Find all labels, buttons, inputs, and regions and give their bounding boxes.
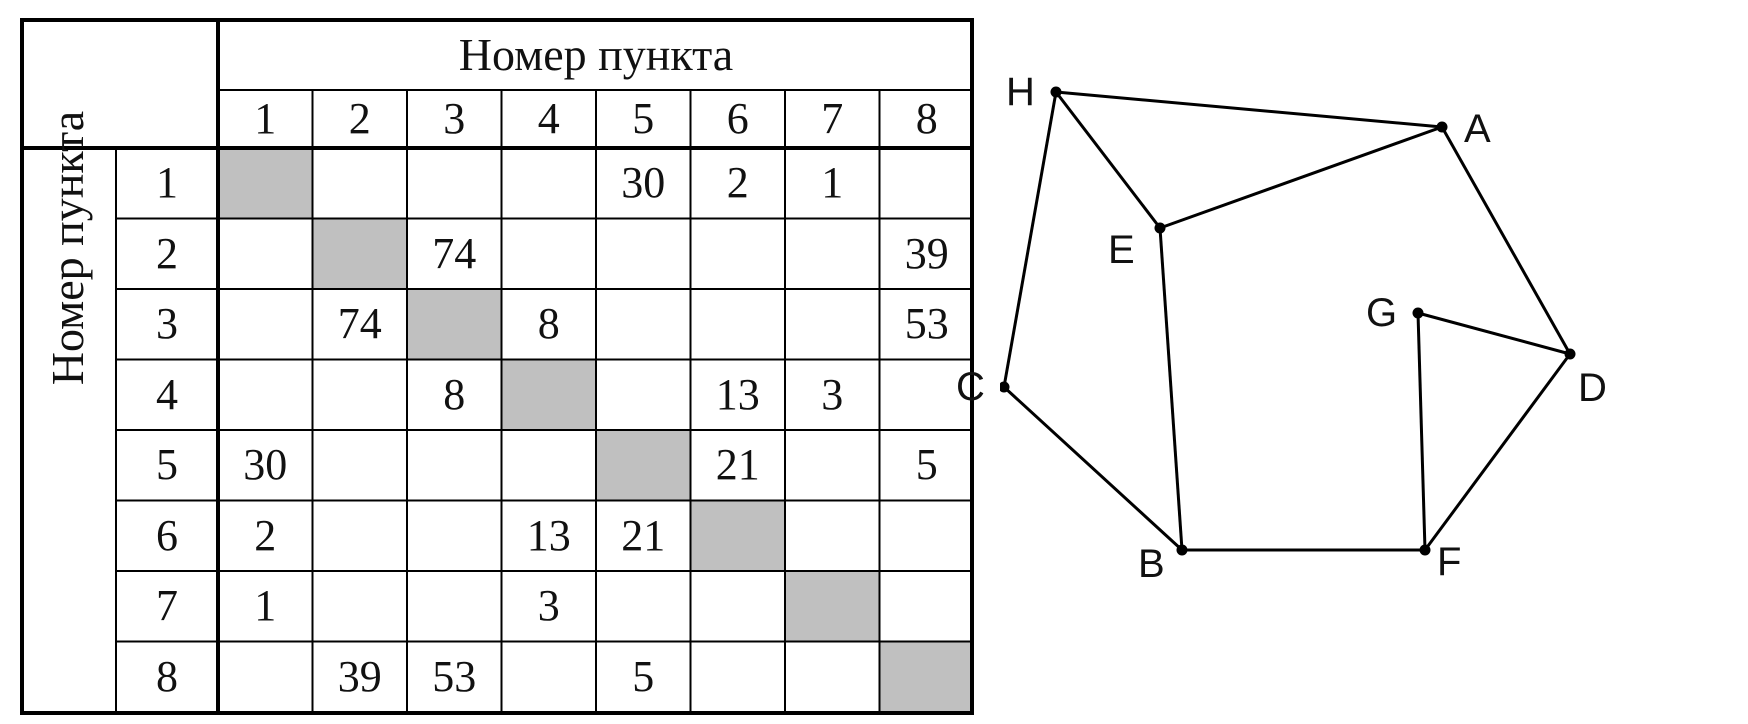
table-cells: Номер пункта Номер пункта 1 2 3 4 5 6 7 8 1 2 3 4 5 6… (20, 18, 974, 715)
row-number: 8 (156, 651, 178, 701)
table-cell: 13 (715, 369, 760, 419)
table-cell: 53 (904, 299, 949, 349)
column-number: 2 (348, 94, 371, 143)
edge-GF (1416, 312, 1427, 551)
vertex-label: B (1138, 542, 1165, 586)
vertex-G (1412, 307, 1424, 319)
row-number: 2 (156, 228, 178, 278)
table-cell: 5 (632, 651, 655, 701)
diagonal-cell (596, 430, 691, 501)
vertex-label: A (1464, 107, 1491, 151)
table-cell: 74 (337, 299, 382, 349)
table-cell: 21 (715, 440, 760, 490)
diagonal-cell (407, 289, 502, 360)
edge-HA (1055, 90, 1443, 129)
diagonal-cell (312, 218, 407, 289)
vertex-label: G (1366, 291, 1398, 335)
edge-CB (1002, 385, 1184, 552)
vertex-D (1564, 348, 1576, 360)
graph-edges (1000, 86, 1576, 556)
column-number: 5 (632, 94, 655, 143)
vertex-A (1436, 121, 1448, 133)
table-cell: 8 (443, 369, 466, 419)
column-header: Номер пункта (458, 28, 734, 80)
table-border (20, 18, 974, 715)
table-cell: 13 (526, 510, 571, 560)
vertex-C (1000, 381, 1010, 393)
diagonal-cell (879, 641, 974, 712)
column-number: 4 (537, 94, 560, 143)
table-cell: 53 (432, 651, 477, 701)
table-cell: 1 (254, 581, 277, 631)
vertex-F (1419, 544, 1431, 556)
distance-table: Номер пункта Номер пункта 1 2 3 4 5 6 7 8 1 2 3 4 5 6… (20, 18, 974, 715)
diagonal-cell (501, 359, 596, 430)
diagonal-cell (218, 148, 313, 219)
edge-FD (1423, 353, 1572, 551)
edge-HC (1002, 91, 1058, 388)
vertex-label: C (956, 365, 985, 409)
row-number: 4 (156, 369, 178, 419)
vertex-E (1154, 222, 1166, 234)
table-cell: 8 (537, 299, 560, 349)
table-cell: 5 (915, 440, 938, 490)
edge-HE (1054, 91, 1162, 229)
diagonal-cell (785, 571, 880, 642)
vertex-label: F (1437, 540, 1462, 584)
row-header: Номер пункта (41, 110, 93, 386)
table-grid (20, 18, 974, 715)
table-cell: 74 (432, 228, 477, 278)
edge-GD (1417, 311, 1571, 356)
table-cell: 30 (621, 158, 666, 208)
row-number: 6 (156, 510, 178, 560)
column-number: 7 (821, 94, 844, 143)
road-graph: H A E G C D B F (956, 60, 1748, 700)
row-number: 7 (156, 581, 178, 631)
vertex-label: H (1006, 70, 1035, 114)
row-number: 5 (156, 440, 178, 490)
column-number: 3 (443, 94, 466, 143)
edge-EB (1158, 227, 1184, 551)
table-cell: 2 (254, 510, 277, 560)
row-number: 3 (156, 299, 178, 349)
vertex-B (1176, 544, 1188, 556)
vertex-label: D (1578, 366, 1607, 410)
vertex-label: E (1108, 228, 1135, 272)
table-cell: 39 (904, 228, 949, 278)
table-cell: 30 (243, 440, 288, 490)
edge-EA (1159, 125, 1443, 230)
vertex-H (1050, 86, 1062, 98)
column-number: 6 (726, 94, 749, 143)
table-cell: 39 (337, 651, 382, 701)
table-cell: 3 (821, 369, 844, 419)
diagonal-cell (690, 500, 785, 571)
table-cell: 2 (726, 158, 749, 208)
table-cell: 1 (821, 158, 844, 208)
table-cell: 21 (621, 510, 666, 560)
column-number: 1 (254, 94, 277, 143)
table-cell: 3 (537, 581, 560, 631)
column-number: 8 (915, 94, 938, 143)
edge-AD (1440, 126, 1572, 355)
row-number: 1 (156, 158, 178, 208)
